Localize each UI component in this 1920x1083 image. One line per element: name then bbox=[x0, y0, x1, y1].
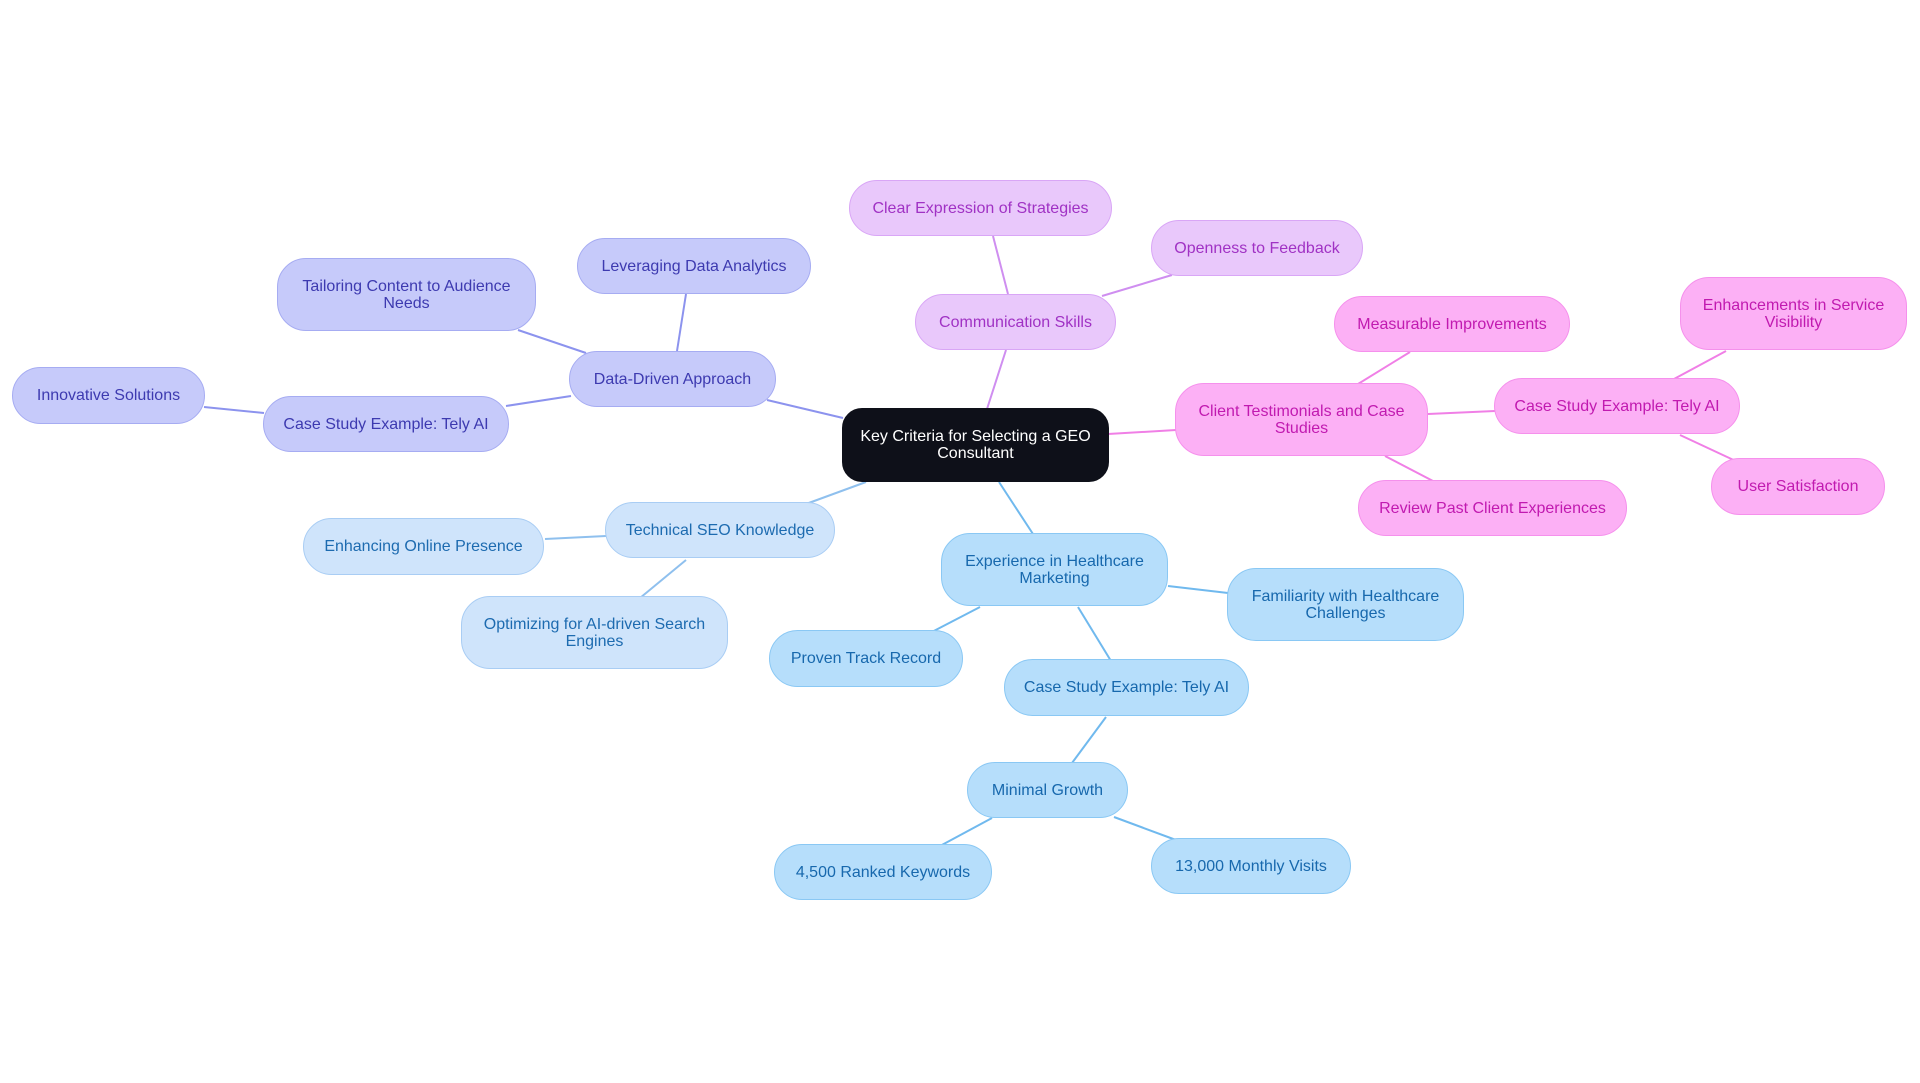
connector-testimonials-case-study bbox=[1427, 410, 1496, 415]
central-topic-label: Key Criteria for Selecting a GEO Consult… bbox=[860, 428, 1091, 462]
node-familiarity-healthcare-challenges[interactable]: Familiarity with Healthcare Challenges bbox=[1227, 568, 1464, 641]
connector-root-technical bbox=[805, 481, 867, 505]
connector-technical-optimizing bbox=[639, 559, 687, 599]
node-measurable-improvements[interactable]: Measurable Improvements bbox=[1334, 296, 1570, 352]
node-case-study-testimonials[interactable]: Case Study Example: Tely AI bbox=[1494, 378, 1740, 434]
node-experience-healthcare-marketing[interactable]: Experience in Healthcare Marketing bbox=[941, 533, 1168, 606]
node-user-satisfaction[interactable]: User Satisfaction bbox=[1711, 458, 1885, 515]
connector-communication-openness bbox=[1101, 274, 1173, 297]
node-tailoring-content[interactable]: Tailoring Content to Audience Needs bbox=[277, 258, 536, 331]
connector-root-communication bbox=[986, 349, 1007, 410]
node-openness-to-feedback[interactable]: Openness to Feedback bbox=[1151, 220, 1363, 276]
node-enhancing-online-presence[interactable]: Enhancing Online Presence bbox=[303, 518, 544, 575]
node-enhancements-service-visibility[interactable]: Enhancements in Service Visibility bbox=[1680, 277, 1907, 350]
node-data-driven-approach[interactable]: Data-Driven Approach bbox=[569, 351, 776, 407]
node-innovative-solutions[interactable]: Innovative Solutions bbox=[12, 367, 205, 424]
node-review-past-client-experiences[interactable]: Review Past Client Experiences bbox=[1358, 480, 1627, 536]
connector-technical-enhancing bbox=[544, 535, 607, 540]
node-client-testimonials[interactable]: Client Testimonials and Case Studies bbox=[1175, 383, 1428, 456]
node-ranked-keywords[interactable]: 4,500 Ranked Keywords bbox=[774, 844, 992, 900]
connector-healthcare-proven bbox=[927, 606, 981, 635]
connector-healthcare-familiarity bbox=[1167, 585, 1229, 594]
connector-testimonials-measurable bbox=[1357, 351, 1411, 385]
connector-testimonials-review bbox=[1384, 455, 1434, 482]
connector-data-driven-leveraging bbox=[676, 293, 687, 352]
node-communication-skills[interactable]: Communication Skills bbox=[915, 294, 1116, 350]
connector-root-healthcare bbox=[998, 481, 1034, 535]
node-case-study-healthcare[interactable]: Case Study Example: Tely AI bbox=[1004, 659, 1249, 716]
node-proven-track-record[interactable]: Proven Track Record bbox=[769, 630, 963, 687]
connector-case-study-enhancements bbox=[1673, 350, 1727, 380]
node-monthly-visits[interactable]: 13,000 Monthly Visits bbox=[1151, 838, 1351, 894]
connector-root-data-driven bbox=[766, 399, 844, 419]
node-case-study-data-driven[interactable]: Case Study Example: Tely AI bbox=[263, 396, 509, 452]
node-technical-seo-knowledge[interactable]: Technical SEO Knowledge bbox=[605, 502, 835, 558]
connector-data-driven-case-study bbox=[505, 395, 572, 407]
connector-healthcare-case-study bbox=[1077, 606, 1112, 662]
central-topic-node[interactable]: Key Criteria for Selecting a GEO Consult… bbox=[842, 408, 1109, 482]
connector-data-driven-tailoring bbox=[517, 329, 587, 354]
connector-case-study-innovative bbox=[203, 406, 265, 414]
node-leveraging-data-analytics[interactable]: Leveraging Data Analytics bbox=[577, 238, 811, 294]
connector-case-study-minimal-growth bbox=[1071, 716, 1107, 764]
node-minimal-growth[interactable]: Minimal Growth bbox=[967, 762, 1128, 818]
connector-communication-clear bbox=[992, 235, 1009, 295]
connector-minimal-growth-keywords bbox=[939, 817, 993, 847]
connector-minimal-growth-visits bbox=[1113, 816, 1177, 841]
node-clear-expression[interactable]: Clear Expression of Strategies bbox=[849, 180, 1112, 236]
connector-root-testimonials bbox=[1107, 429, 1177, 435]
node-optimizing-ai-search[interactable]: Optimizing for AI-driven Search Engines bbox=[461, 596, 728, 669]
